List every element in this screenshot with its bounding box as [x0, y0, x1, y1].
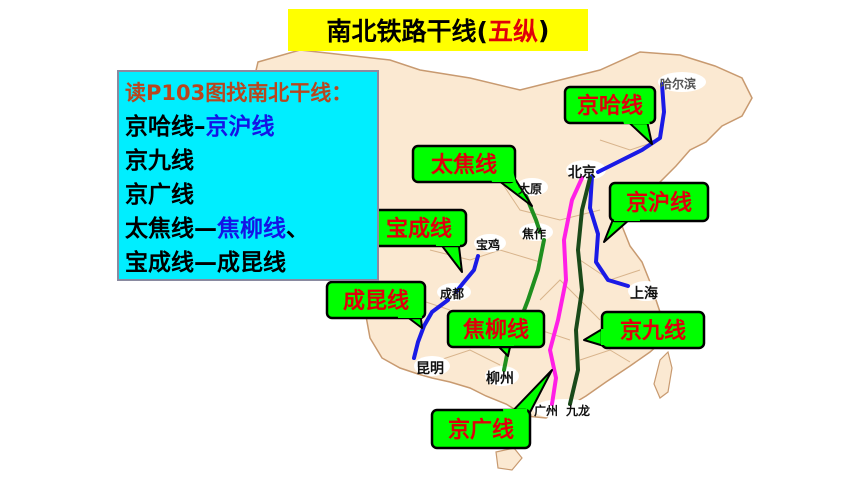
panel-line-2-part-1: 京九线: [125, 148, 194, 174]
callout-taijiao: 太焦线: [411, 144, 533, 207]
panel-line-1: 京哈线–京沪线: [125, 110, 371, 144]
railway-jingguang: [548, 176, 584, 406]
title-highlight: 五纵: [487, 17, 538, 46]
city-label-chengdu: 成都: [440, 287, 465, 301]
callout-jingjiu: 京九线: [583, 310, 706, 350]
callout-baocheng: 宝成线: [370, 208, 468, 273]
city-label-jiulong: 九龙: [566, 404, 591, 418]
callout-jingguang: 京广线: [430, 369, 553, 450]
city-label-beijing: 北京: [568, 165, 596, 181]
title-prefix: 南北铁路干线(: [326, 17, 488, 46]
city-label-kunming: 昆明: [416, 361, 444, 377]
callout-jingha-text: 京哈线: [577, 93, 643, 119]
callout-jingjiu-text: 京九线: [620, 318, 686, 344]
hainan-island: [495, 447, 523, 471]
callout-baocheng-text: 宝成线: [386, 216, 452, 242]
panel-line-4-part-3: 、: [286, 216, 309, 242]
callout-jiaoliu-text: 焦柳线: [462, 317, 529, 343]
callout-jingha: 京哈线: [563, 85, 657, 145]
panel-line-1-part-2: 京沪线: [205, 114, 275, 140]
callout-chengkun: 成昆线: [325, 280, 427, 329]
taiwan-island: [653, 350, 673, 399]
panel-line-1-part-1: 京哈线–: [125, 114, 206, 140]
city-label-liuzhou: 柳州: [486, 371, 514, 387]
city-label-baoji: 宝鸡: [476, 238, 501, 252]
panel-line-2: 京九线: [125, 144, 371, 178]
city-label-shanghai: 上海: [630, 286, 658, 302]
title-suffix: ): [538, 15, 550, 45]
city-label-guangzhou: 广州: [534, 404, 559, 418]
city-label-harbin: 哈尔滨: [660, 77, 697, 91]
city-label-taiyuan: 太原: [518, 182, 543, 196]
railway-jinghu: [588, 174, 630, 288]
callout-chengkun-text: 成昆线: [343, 288, 409, 314]
panel-line-3-part-1: 京广线: [125, 182, 194, 208]
railway-chengkun: [412, 298, 450, 360]
panel-line-4-part-2: 焦柳线: [217, 216, 286, 242]
panel-line-5-part-1: 宝成线—成昆线: [125, 250, 286, 276]
panel-line-4-part-1: 太焦线—: [125, 216, 217, 242]
panel-line-3: 京广线: [125, 178, 371, 212]
railway-jingjiu: [568, 176, 592, 406]
panel-line-5: 宝成线—成昆线: [125, 246, 371, 280]
callout-jiaoliu: 焦柳线: [446, 309, 546, 357]
page-title: 南北铁路干线(五纵): [288, 9, 588, 51]
city-halos: [414, 72, 706, 419]
panel-heading: 读P103图找南北干线：: [125, 81, 353, 105]
city-label-jiaozuo: 焦作: [522, 227, 547, 241]
callout-taijiao-text: 太焦线: [431, 152, 497, 178]
instruction-panel: 读P103图找南北干线： 京哈线–京沪线 京九线 京广线 太焦线—焦柳线、 宝成…: [117, 70, 379, 281]
callout-jinghu: 京沪线: [603, 181, 710, 243]
railway-baocheng: [454, 254, 480, 294]
panel-line-4: 太焦线—焦柳线、: [125, 212, 371, 246]
callout-jinghu-text: 京沪线: [626, 190, 692, 216]
callout-jingguang-text: 京广线: [448, 417, 514, 443]
